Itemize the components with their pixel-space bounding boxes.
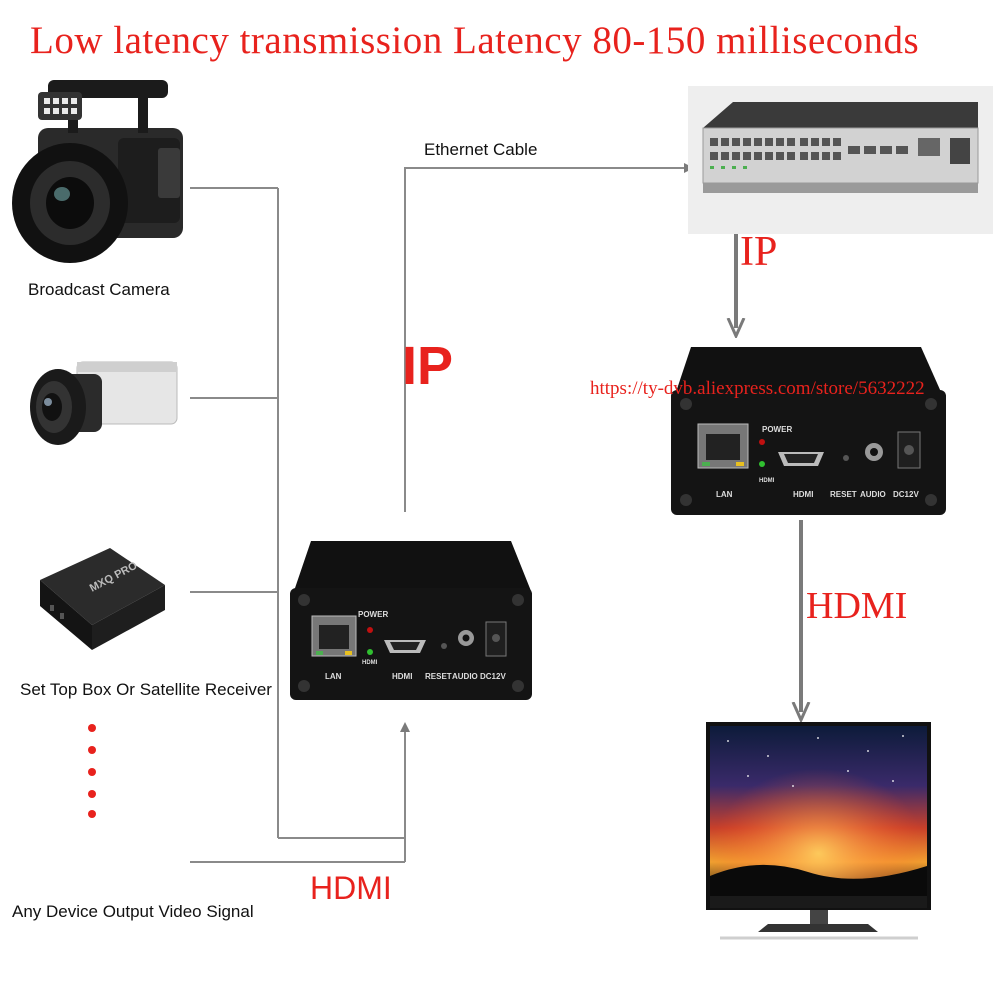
- ip-camera-icon: [30, 361, 178, 445]
- hdmi-label-right: HDMI: [806, 585, 908, 627]
- broadcast-camera-icon: [12, 80, 183, 263]
- set-top-box-icon: MXQ PRO: [40, 548, 165, 650]
- store-url-watermark: https://ty-dvb.aliexpress.com/store/5632…: [590, 378, 925, 399]
- encoder-lan-label: LAN: [325, 672, 342, 681]
- diagram-title: Low latency transmission Latency 80-150 …: [30, 19, 920, 62]
- hdmi-label-bottom: HDMI: [310, 870, 392, 906]
- ethernet-cable-line: [404, 163, 694, 512]
- decoder-hdmi-led-label: HDMI: [759, 478, 775, 484]
- set-top-box-label: Set Top Box Or Satellite Receiver: [20, 680, 272, 699]
- ethernet-cable-label: Ethernet Cable: [424, 140, 538, 159]
- television-icon: [706, 722, 931, 940]
- decoder-box: [671, 347, 946, 515]
- ip-label-right: IP: [740, 229, 778, 275]
- ip-label-left: IP: [402, 336, 454, 396]
- encoder-hdmi-label: HDMI: [392, 672, 413, 681]
- decoder-audio-label: AUDIO: [860, 490, 886, 499]
- encoder-reset-label: RESET: [425, 672, 452, 681]
- broadcast-camera-label: Broadcast Camera: [28, 280, 170, 299]
- encoder-hdmi-led-label: HDMI: [362, 660, 378, 666]
- decoder-hdmi-label: HDMI: [793, 490, 814, 499]
- decoder-power-label: POWER: [762, 425, 793, 434]
- decoder-dc-label: DC12V: [893, 490, 919, 499]
- encoder-dc-label: DC12V: [480, 672, 506, 681]
- any-device-label: Any Device Output Video Signal: [12, 902, 254, 921]
- encoder-audio-label: AUDIO: [452, 672, 478, 681]
- decoder-lan-label: LAN: [716, 490, 733, 499]
- decoder-reset-label: RESET: [830, 490, 857, 499]
- encoder-box: [290, 541, 532, 700]
- network-switch-icon: [688, 86, 993, 234]
- more-devices-dots: [88, 724, 96, 818]
- encoder-power-label: POWER: [358, 610, 389, 619]
